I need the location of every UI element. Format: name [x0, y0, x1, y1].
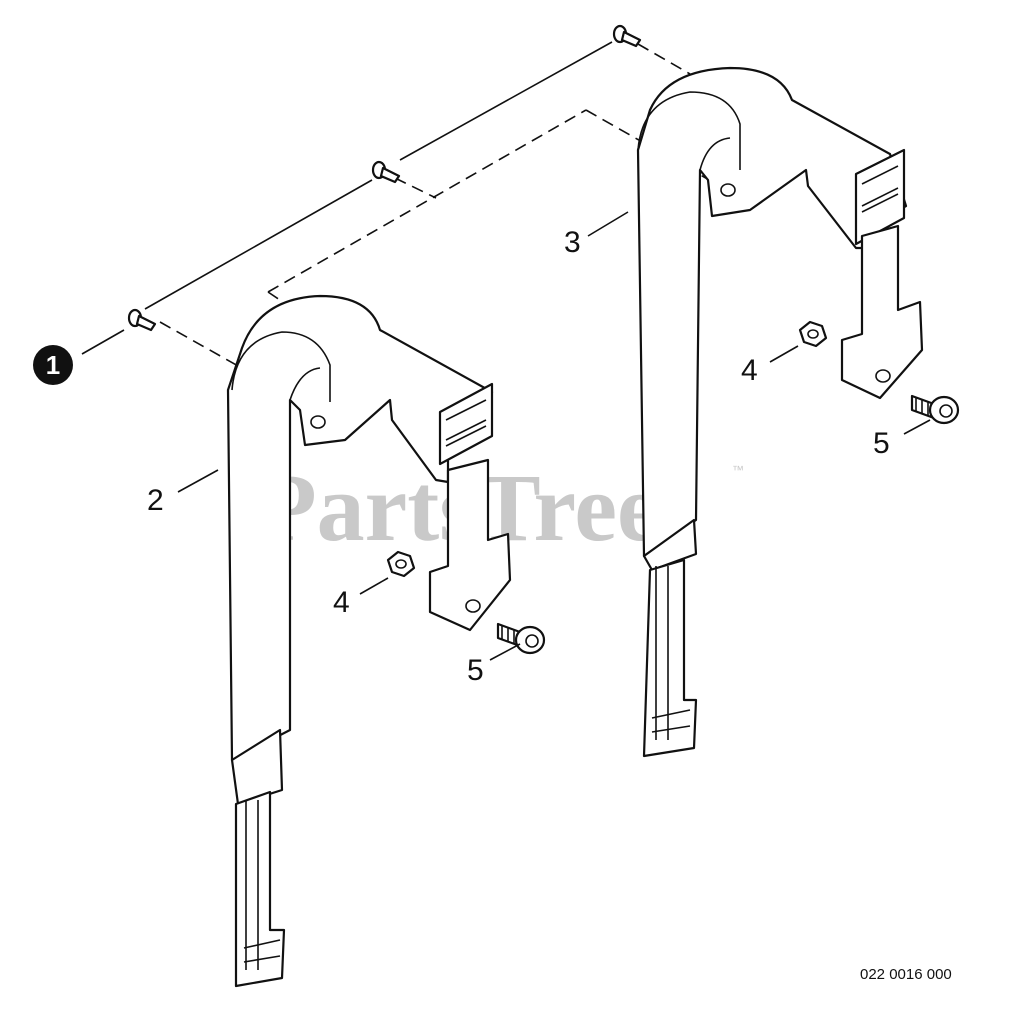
badge-label: 1: [46, 350, 60, 380]
callout-5-left[interactable]: 5: [467, 654, 484, 687]
nut-right[interactable]: [798, 320, 828, 348]
leader-lines: [81, 211, 931, 661]
screw-middle[interactable]: [371, 160, 401, 184]
right-shoulder-strap[interactable]: [636, 66, 924, 758]
watermark-trademark: ™: [732, 463, 744, 477]
nut-left[interactable]: [386, 550, 416, 578]
diagram-reference-number: 022 0016 000: [860, 966, 952, 983]
callout-2[interactable]: 2: [147, 484, 164, 517]
callout-4-left[interactable]: 4: [333, 586, 350, 619]
screw-top[interactable]: [612, 24, 642, 48]
callout-3[interactable]: 3: [564, 226, 581, 259]
bolt-left[interactable]: [496, 622, 546, 655]
callout-badge-1[interactable]: 1: [33, 345, 73, 385]
assembly-lines: [144, 41, 719, 403]
badge-circle: [33, 345, 73, 385]
bolt-right[interactable]: [910, 394, 960, 425]
callout-4-right[interactable]: 4: [741, 354, 758, 387]
callout-5-right[interactable]: 5: [873, 427, 890, 460]
left-shoulder-strap[interactable]: [226, 294, 512, 988]
screw-bottom[interactable]: [127, 308, 157, 332]
